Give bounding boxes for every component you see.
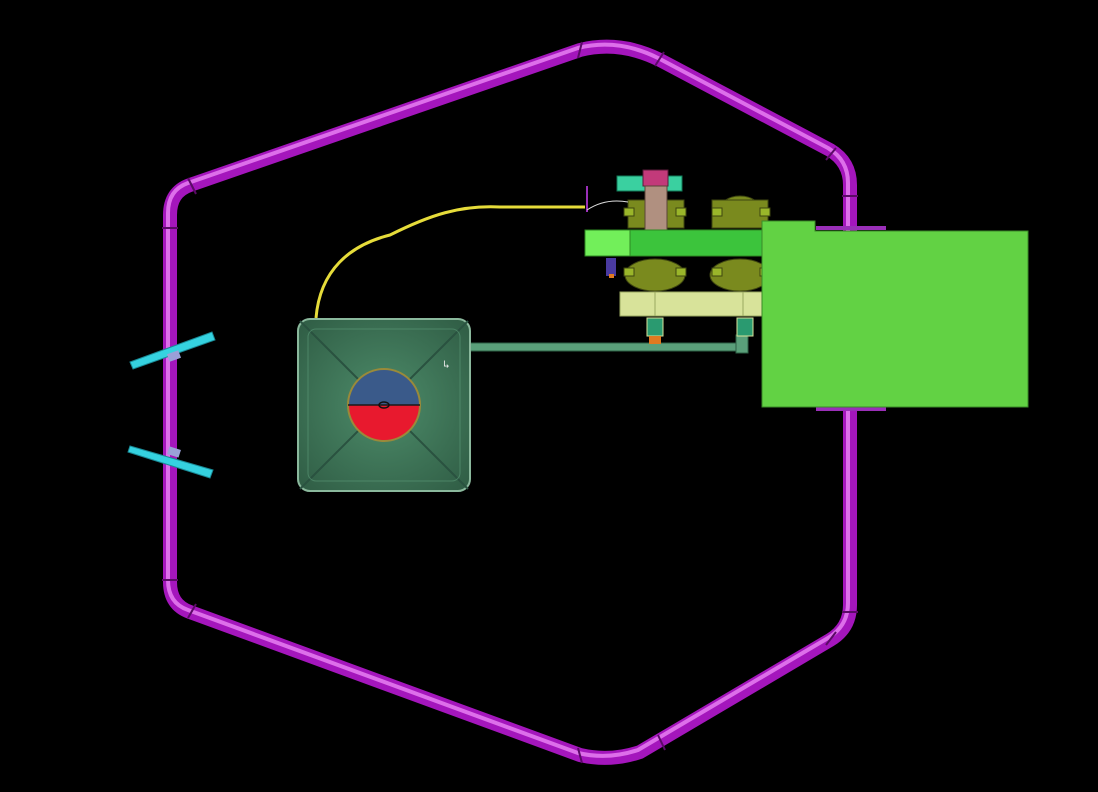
- bracket-upper[interactable]: [129, 331, 216, 370]
- hose[interactable]: [469, 334, 749, 354]
- gauge-dial[interactable]: [347, 368, 421, 442]
- frame-tube-highlight: [166, 42, 850, 758]
- hexagonal-frame[interactable]: [162, 39, 858, 765]
- green-panel[interactable]: [761, 220, 1029, 411]
- bracket-lower[interactable]: [127, 445, 214, 479]
- frame-joints: [162, 41, 858, 764]
- pump-assembly[interactable]: [584, 169, 771, 344]
- signal-cable[interactable]: [314, 205, 585, 319]
- cursor-glyph: ↳: [443, 358, 450, 371]
